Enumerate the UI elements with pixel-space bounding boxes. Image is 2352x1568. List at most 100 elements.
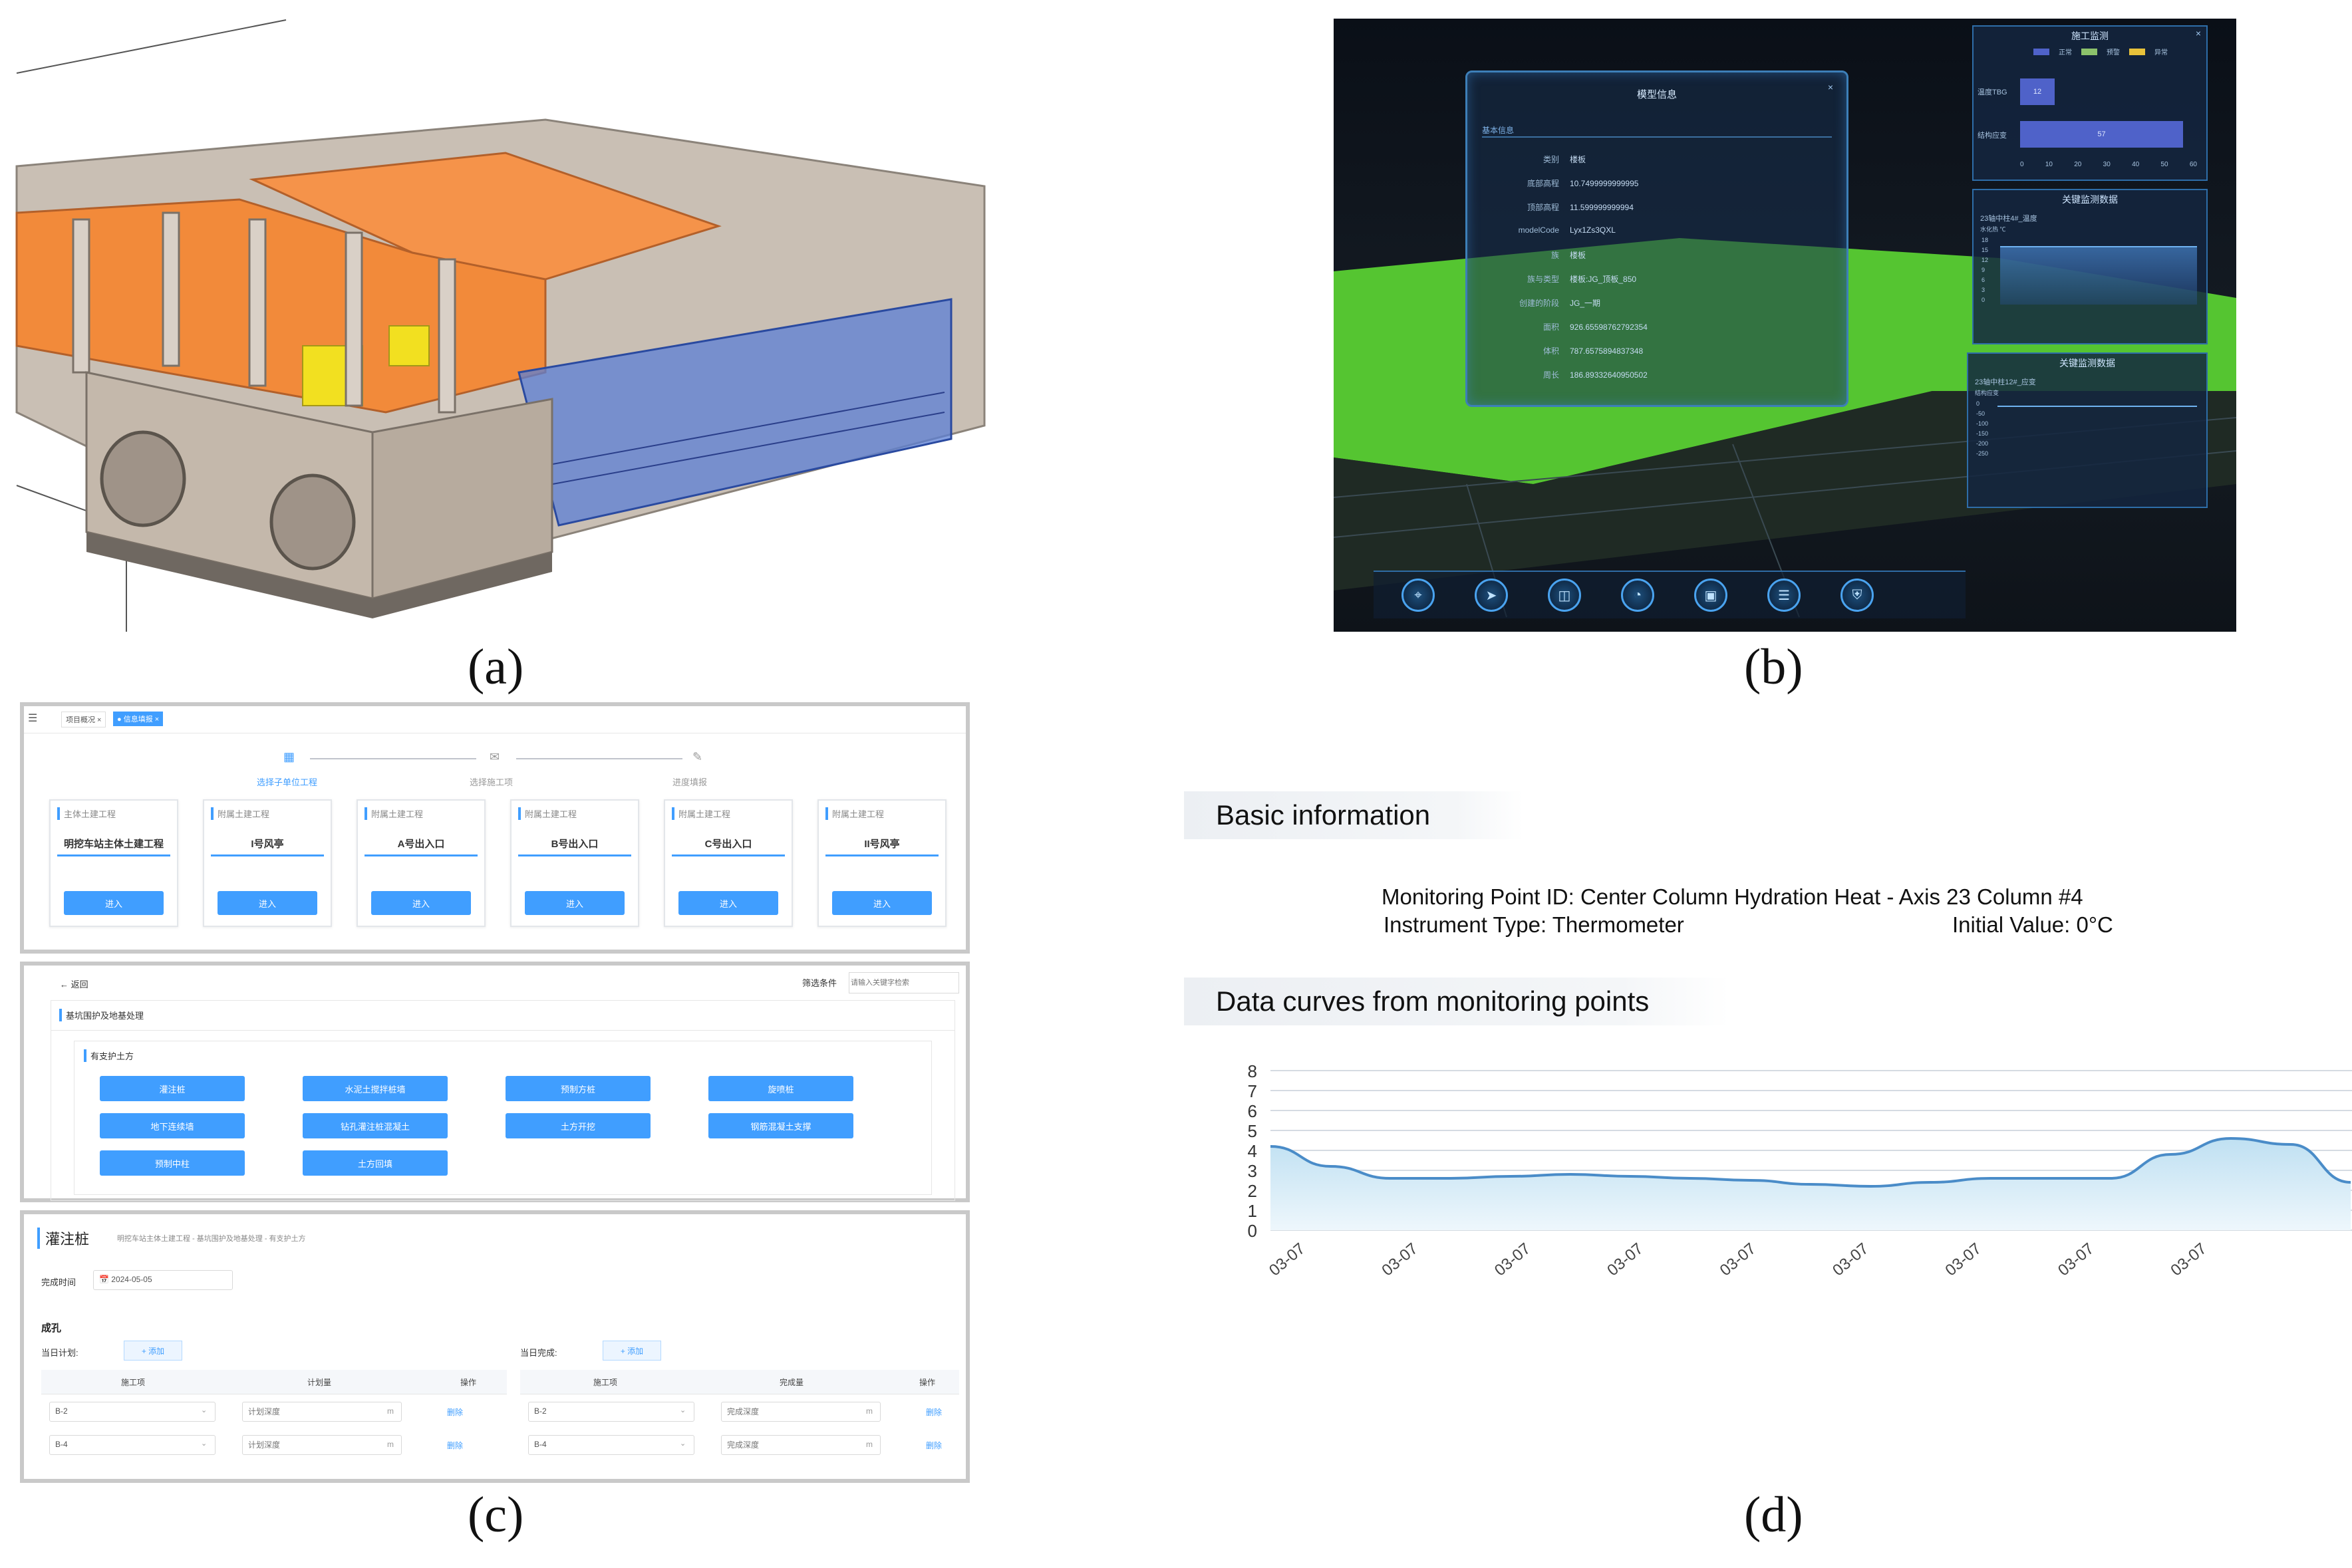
unit-category: 附属土建工程 <box>518 807 577 820</box>
construction-monitor-title: 施工监测 <box>2071 31 2109 41</box>
tick-label: 50 <box>2160 161 2168 168</box>
document-icon[interactable]: ☰ <box>1767 579 1801 612</box>
construction-item-select[interactable]: B-2 <box>528 1402 694 1422</box>
construction-item-button[interactable]: 地下连续墙 <box>100 1113 245 1138</box>
close-icon[interactable]: × <box>1827 82 1833 92</box>
unit-name: 明挖车站主体土建工程 <box>57 837 170 856</box>
info-key: 底部高程 <box>1527 179 1559 188</box>
info-value: 186.8933264095050​2 <box>1570 370 1648 380</box>
delete-link[interactable]: 删除 <box>447 1408 464 1417</box>
x-tick-label: 03-07 <box>1491 1240 1534 1279</box>
back-link[interactable]: ← 返回 <box>60 980 88 989</box>
delete-link[interactable]: 删除 <box>447 1441 464 1450</box>
menu-icon[interactable]: ☰ <box>28 713 38 724</box>
chevron-down-icon: ⌄ <box>201 1406 208 1414</box>
plan-table-header: 施工项 计划量 操作 <box>41 1370 507 1394</box>
step-label-1[interactable]: 选择子单位工程 <box>257 777 318 787</box>
add-plan-button[interactable]: + 添加 <box>124 1341 182 1361</box>
enter-button[interactable]: 进入 <box>218 891 317 915</box>
x-tick-label: 03-07 <box>1378 1240 1421 1279</box>
date-picker[interactable]: 📅 2024-05-05 <box>93 1270 233 1290</box>
info-value: JG_一期 <box>1570 299 1601 308</box>
construction-item-select[interactable]: B-2 <box>49 1402 216 1422</box>
bar-label-temp: 温度TBG <box>1978 88 2007 96</box>
construction-item-button[interactable]: 土方回填 <box>303 1150 448 1176</box>
close-icon[interactable]: × <box>2195 28 2201 39</box>
filter-input[interactable] <box>849 972 959 993</box>
construction-item-button[interactable]: 旋喷桩 <box>708 1076 853 1101</box>
unit-category: 主体土建工程 <box>57 807 116 820</box>
delete-link[interactable]: 删除 <box>926 1441 943 1450</box>
info-row: 族楼板 <box>1481 249 1586 261</box>
key-data-unit: 结构应变 <box>1975 390 1999 396</box>
unit-category: 附属土建工程 <box>672 807 730 820</box>
tab-info-entry[interactable]: ● 信息填报 × <box>113 712 164 726</box>
divider <box>51 1030 955 1031</box>
unit-category: 附属土建工程 <box>365 807 423 820</box>
x-tick-label: 03-07 <box>1604 1240 1646 1279</box>
x-tick-label: 03-07 <box>1942 1240 1985 1279</box>
figure-label-d: (d) <box>1744 1487 1803 1543</box>
divider <box>1482 136 1832 138</box>
unit-name: II号风亭 <box>825 837 939 856</box>
monitoring-panel: Basic information Monitoring Point ID: C… <box>1184 785 2352 1357</box>
col-header: 施工项 <box>593 1378 618 1387</box>
chart-icon[interactable]: ◔ <box>1621 579 1654 612</box>
enter-button[interactable]: 进入 <box>64 891 164 915</box>
instrument-type: Instrument Type: Thermometer <box>1384 912 1684 937</box>
series-line <box>1270 1136 2351 1188</box>
tab-basic-information[interactable]: Basic information <box>1184 791 1523 839</box>
bar-temperature: 12 <box>2020 78 2055 105</box>
tab-overview[interactable]: 项目概况 × <box>61 712 106 727</box>
construction-item-button[interactable]: 钻孔灌注桩混凝土 <box>303 1113 448 1138</box>
enter-button[interactable]: 进入 <box>371 891 471 915</box>
step-label-3[interactable]: 进度填报 <box>672 777 708 787</box>
legend-swatch <box>2033 48 2049 55</box>
enter-button[interactable]: 进入 <box>832 891 932 915</box>
layers-icon[interactable]: ◫ <box>1548 579 1581 612</box>
enter-button[interactable]: 进入 <box>678 891 778 915</box>
x-tick-label: 03-07 <box>2167 1240 2210 1279</box>
tab-data-curves[interactable]: Data curves from monitoring points <box>1184 978 1729 1025</box>
image-icon[interactable]: ▣ <box>1694 579 1727 612</box>
construction-item-select[interactable]: B-4 <box>528 1435 694 1455</box>
construction-item-button[interactable]: 水泥土搅拌桩墙 <box>303 1076 448 1101</box>
unit-label: m <box>387 1406 394 1416</box>
y-tick-label: 0 <box>1248 1221 1257 1241</box>
info-value: 楼板 <box>1570 251 1586 260</box>
step-label-2[interactable]: 选择施工项 <box>470 777 514 787</box>
construction-item-button[interactable]: 灌注桩 <box>100 1076 245 1101</box>
enter-button[interactable]: 进入 <box>525 891 625 915</box>
step-icon-building: ▦ <box>283 750 295 763</box>
tick-label: 40 <box>2132 161 2140 168</box>
send-icon[interactable]: ➤ <box>1475 579 1508 612</box>
col-header: 完成量 <box>780 1378 804 1387</box>
info-key: modelCode <box>1518 225 1559 235</box>
construction-item-button[interactable]: 预制中柱 <box>100 1150 245 1176</box>
quantity-input[interactable] <box>721 1402 881 1422</box>
quantity-input[interactable] <box>721 1435 881 1455</box>
initial-value: Initial Value: 0°C <box>1952 912 2113 937</box>
quantity-input[interactable] <box>242 1402 402 1422</box>
chevron-down-icon: ⌄ <box>680 1406 686 1414</box>
construction-item-select[interactable]: B-4 <box>49 1435 216 1455</box>
info-value: 楼板 <box>1570 155 1586 164</box>
unit-card[interactable]: 主体土建工程明挖车站主体土建工程进入 <box>49 799 178 927</box>
construction-item-button[interactable]: 预制方桩 <box>506 1076 651 1101</box>
add-done-button[interactable]: + 添加 <box>603 1341 661 1361</box>
quantity-input[interactable] <box>242 1435 402 1455</box>
construction-item-button[interactable]: 钢筋混凝土支撑 <box>708 1113 853 1138</box>
info-row: 族与类型楼板:JG_顶板_850 <box>1481 273 1636 285</box>
construction-item-button[interactable]: 土方开挖 <box>506 1113 651 1138</box>
shield-icon[interactable]: ⛨ <box>1840 579 1874 612</box>
delete-link[interactable]: 删除 <box>926 1408 943 1417</box>
location-icon[interactable]: ⌖ <box>1401 579 1435 612</box>
